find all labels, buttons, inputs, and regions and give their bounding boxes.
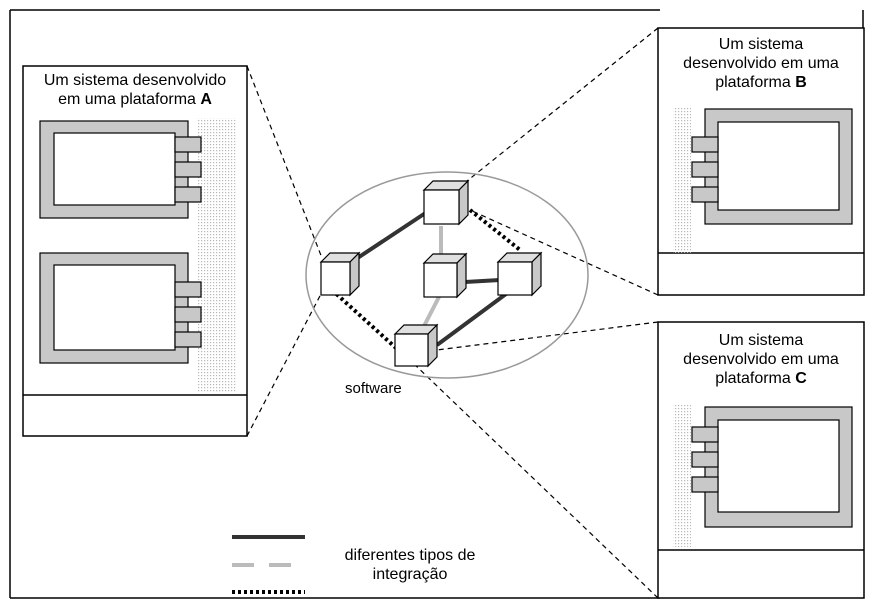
projection-lines bbox=[246, 27, 659, 599]
platform-b-module bbox=[691, 108, 853, 225]
platform-b-box bbox=[657, 27, 865, 296]
platform-c-module bbox=[691, 406, 853, 528]
cube-middle bbox=[422, 252, 468, 299]
cube-left bbox=[319, 251, 361, 297]
platform-a-module-1 bbox=[39, 120, 202, 219]
platform-c-box bbox=[657, 321, 865, 599]
legend-label: diferentes tipos de integração bbox=[344, 547, 476, 583]
platform-b-label: Um sistema desenvolvido em uma plataform… bbox=[683, 36, 839, 91]
legend-lines bbox=[232, 535, 305, 594]
integration-lines bbox=[330, 208, 522, 350]
software-ellipse bbox=[305, 171, 589, 379]
platform-a-label: Um sistema desenvolvido em uma plataform… bbox=[43, 72, 227, 108]
cube-top bbox=[422, 179, 470, 226]
platform-a-box bbox=[22, 65, 248, 437]
platform-c-label: Um sistema desenvolvido em uma plataform… bbox=[683, 332, 839, 387]
software-label: software bbox=[345, 380, 402, 397]
outer-frame bbox=[9, 9, 864, 599]
cube-bottom bbox=[393, 323, 439, 368]
platform-a-module-2 bbox=[39, 252, 202, 364]
cube-right bbox=[496, 251, 543, 297]
